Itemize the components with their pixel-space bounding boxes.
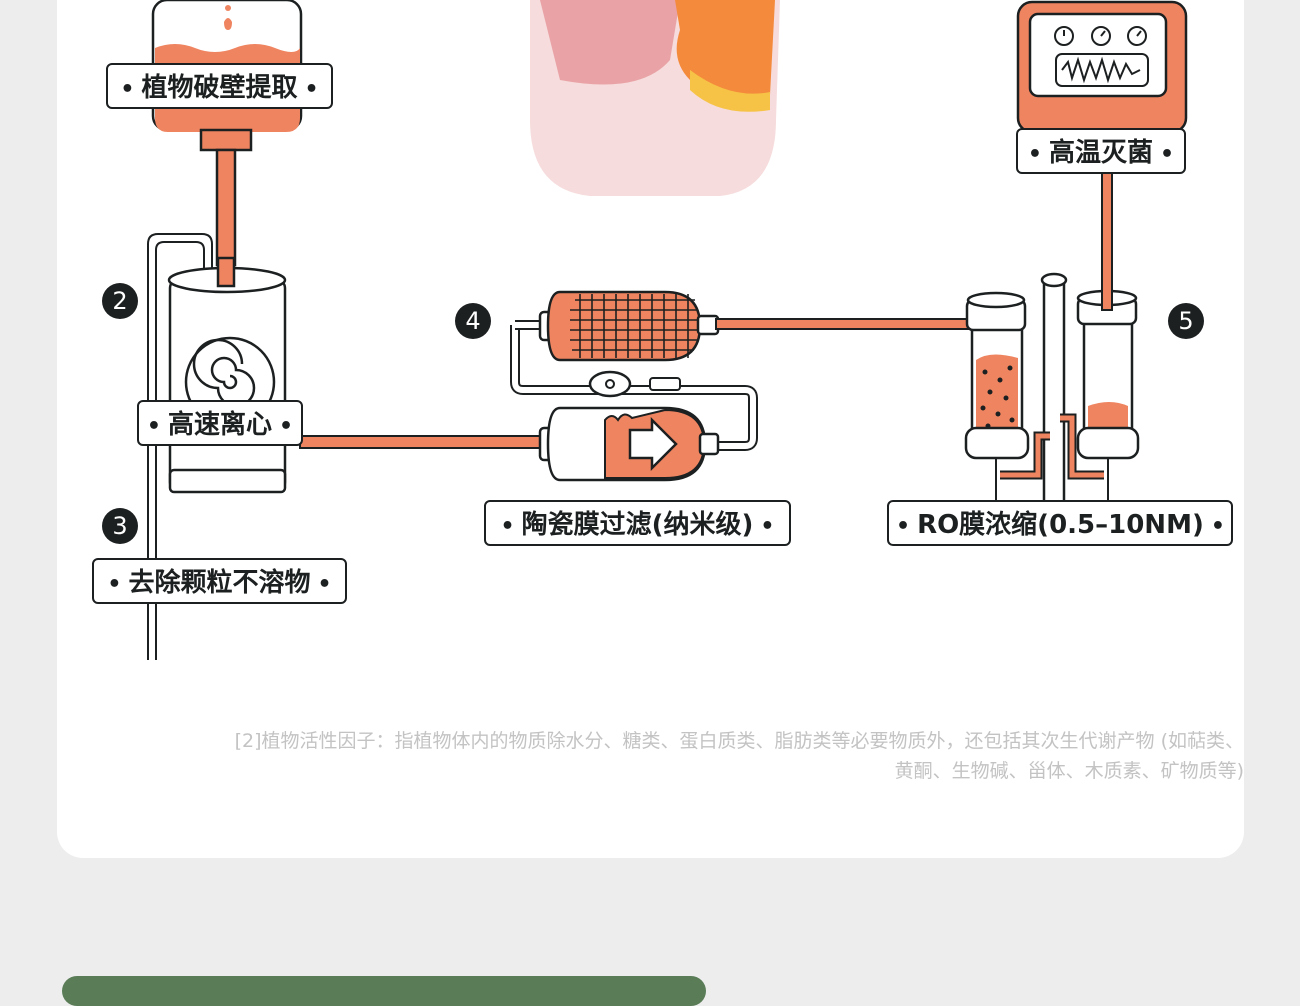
ro-membrane-icon [964, 272, 1140, 512]
step-2-label: •高速离心• [137, 400, 303, 446]
bullet: • [500, 514, 515, 539]
footnote-line-2: 黄酮、生物碱、甾体、木质素、矿物质等) [894, 760, 1244, 782]
footnote: [2]植物活性因子：指植物体内的物质除水分、糖类、蛋白质类、脂肪类等必要物质外，… [97, 726, 1244, 786]
product-bag-icon [530, 0, 780, 196]
step-5-label: •RO膜浓缩(0.5–10NM)• [887, 500, 1233, 546]
process-card: 2 3 4 5 •植物破壁提取• •高速离心• •去除颗粒不溶物• •陶瓷膜过滤… [57, 0, 1244, 858]
step-5-marker: 5 [1168, 303, 1204, 339]
step-4-text: 陶瓷膜过滤(纳米级) [521, 510, 754, 540]
bullet: • [279, 414, 294, 439]
step-6-text: 高温灭菌 [1048, 138, 1153, 168]
step-3-text: 去除颗粒不溶物 [128, 568, 311, 598]
bullet: • [760, 514, 775, 539]
bullet: • [1210, 514, 1225, 539]
bullet: • [317, 572, 332, 597]
step-3-label: •去除颗粒不溶物• [92, 558, 347, 604]
left-pipes [147, 233, 213, 660]
bullet: • [107, 572, 122, 597]
step-1-label: •植物破壁提取• [106, 63, 333, 109]
extraction-tank-icon [151, 0, 303, 267]
bullet: • [304, 77, 319, 102]
ceramic-filter-icon [510, 290, 758, 482]
step-2-text: 高速离心 [167, 410, 272, 440]
bullet: • [1160, 142, 1175, 167]
next-section-button[interactable] [62, 976, 706, 1006]
sterilizer-icon [1016, 0, 1188, 134]
centrifuge-icon [167, 256, 287, 494]
step-6-label: •高温灭菌• [1016, 128, 1186, 174]
process-diagram: 2 3 4 5 •植物破壁提取• •高速离心• •去除颗粒不溶物• •陶瓷膜过滤… [57, 0, 1244, 700]
step-2-marker: 2 [102, 283, 138, 319]
step-4-marker: 4 [455, 303, 491, 339]
step-4-label: •陶瓷膜过滤(纳米级)• [484, 500, 791, 546]
bullet: • [146, 414, 161, 439]
step-3-marker: 3 [102, 508, 138, 544]
bullet: • [1027, 142, 1042, 167]
step-5-text: RO膜浓缩(0.5–10NM) [917, 510, 1204, 540]
footnote-line-1: [2]植物活性因子：指植物体内的物质除水分、糖类、蛋白质类、脂肪类等必要物质外，… [234, 730, 1244, 752]
step-1-text: 植物破壁提取 [141, 73, 298, 103]
bullet: • [896, 514, 911, 539]
bullet: • [120, 77, 135, 102]
